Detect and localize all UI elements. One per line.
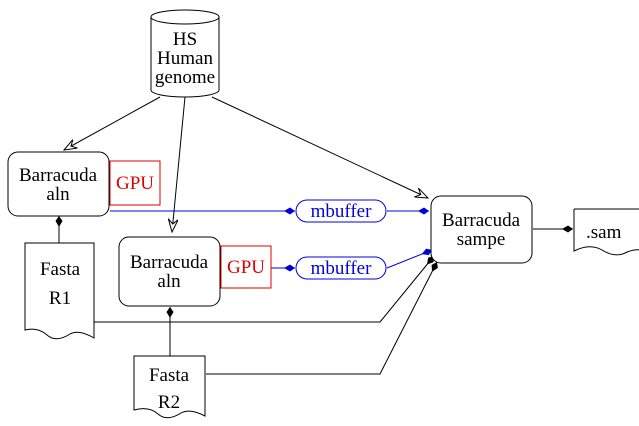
cylinder-top [150,9,220,25]
sam-label: .sam [586,222,622,243]
aln-top-box [7,151,110,217]
database-label-line1: HS [173,29,197,50]
buffer-mid-label: mbuffer [311,258,373,279]
edge-genome-to-aln-top [64,96,161,150]
fasta-r2-node: Fasta R2 [133,355,206,419]
aln-mid-label-line2: aln [157,271,181,292]
fasta-r2-label-line2: R2 [158,392,180,413]
gpu-top-label: GPU [116,173,154,194]
buffer-mid-node: mbuffer [295,256,387,280]
sam-shape [573,208,639,256]
aln-mid-node: Barracuda aln GPU [118,236,272,307]
sampe-label-line1: Barracuda [442,210,521,231]
fasta-r1-node: Fasta R1 [24,242,95,340]
aln-top-label-line1: Barracuda [19,165,98,186]
fasta-r1-shape [24,242,95,340]
gpu-top-box [109,160,161,206]
database-label-line2: Human [157,48,213,69]
buffer-top-box [295,199,387,223]
aln-top-node: Barracuda aln GPU [7,151,161,217]
aln-mid-box [118,236,221,307]
gpu-mid-label: GPU [227,257,265,278]
buffer-top-node: mbuffer [295,199,387,223]
sampe-label-line2: sampe [457,229,506,250]
sampe-box [430,195,533,264]
database-label-line3: genome [155,67,215,88]
buffer-mid-box [295,256,387,280]
sam-node: .sam [573,208,639,256]
database-node: HS Human genome [150,9,220,98]
edge-genome-to-sampe [211,96,428,198]
fasta-r2-label-line1: Fasta [149,365,190,386]
gpu-mid-box [220,245,272,289]
edge-fasta-r2-to-sampe [206,261,438,375]
aln-top-label-line2: aln [46,184,70,205]
edge-fasta-r1-to-sampe [94,255,435,323]
sampe-node: Barracuda sampe [430,195,533,264]
fasta-r2-shape [133,355,206,419]
fasta-r1-label-line2: R1 [49,288,71,309]
cylinder-body [150,17,220,98]
connectors [55,96,573,375]
edge-buffer-mid-to-sampe [386,248,433,269]
buffer-top-label: mbuffer [311,201,373,222]
fasta-r1-label-line1: Fasta [40,259,81,280]
aln-mid-label-line1: Barracuda [130,252,209,273]
edge-genome-to-aln-mid [172,96,186,232]
